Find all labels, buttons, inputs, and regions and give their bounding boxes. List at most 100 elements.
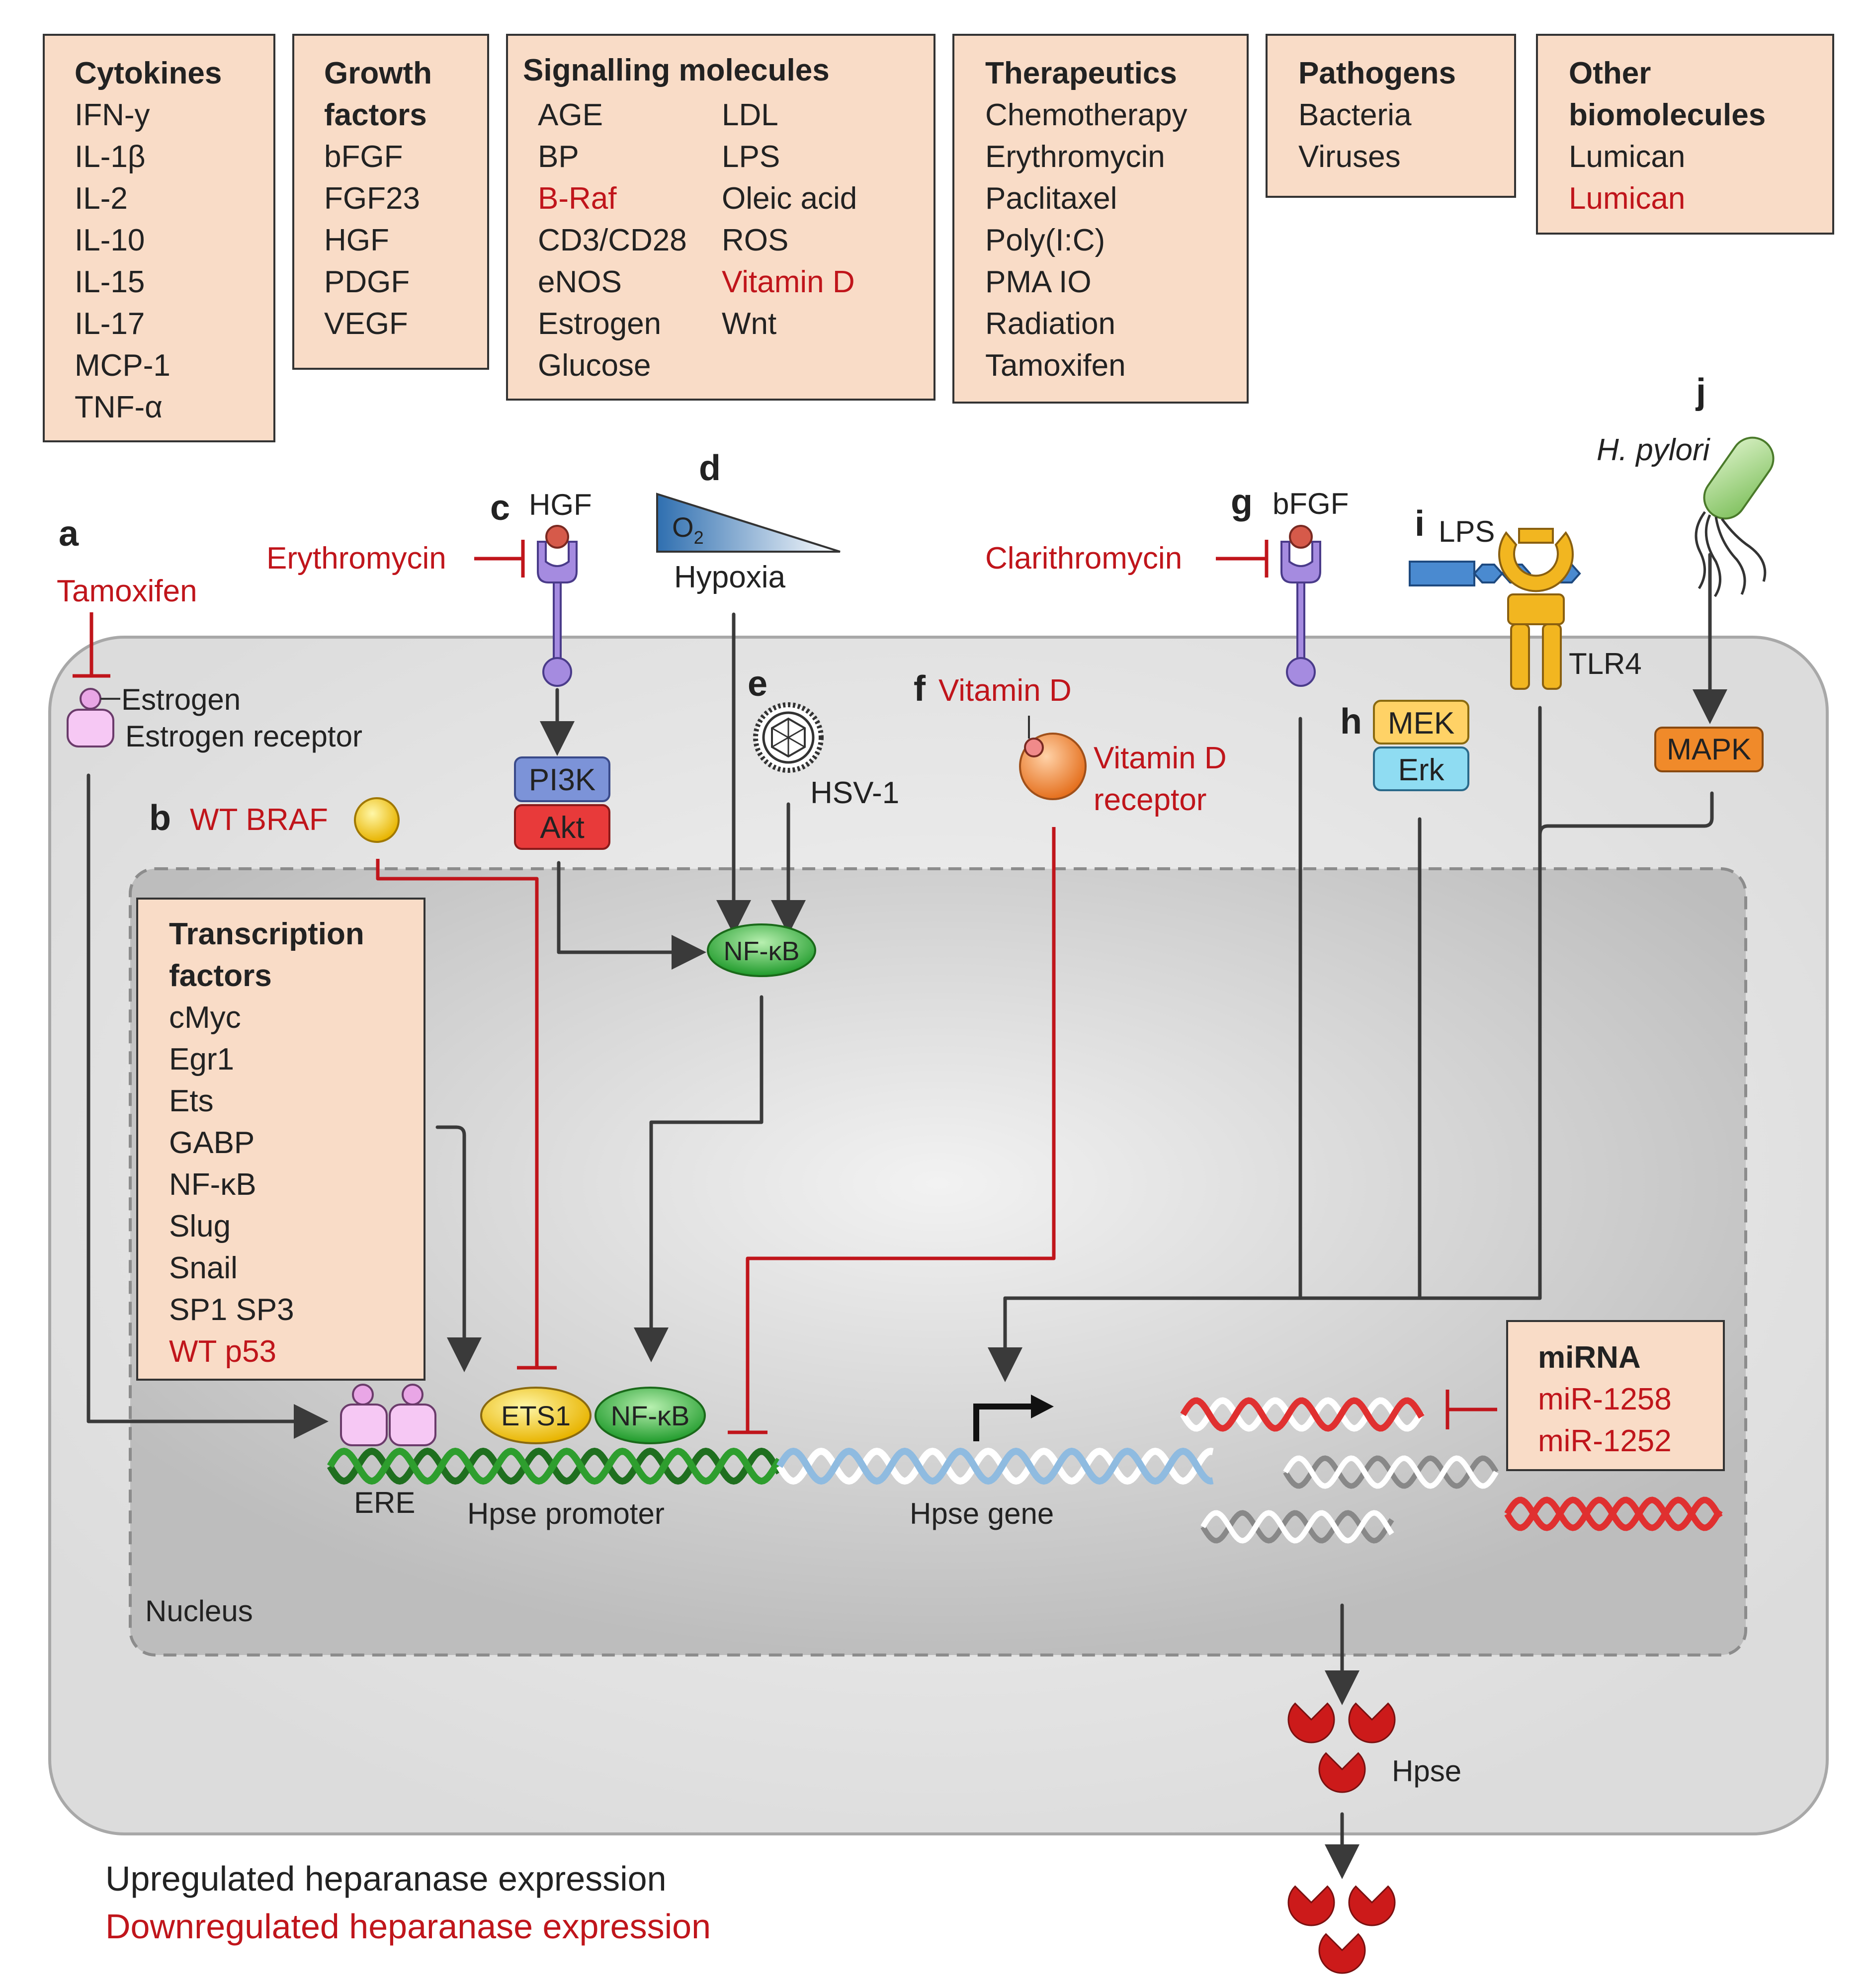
erythromycin-label: Erythromycin [266,541,446,576]
signalling-item: Oleic acid [722,181,857,216]
nfkb-bound-label: NF-κB [611,1400,690,1431]
bfgf-label: bFGF [1273,487,1349,520]
signalling-item: BP [538,140,579,174]
lps-label: LPS [1439,515,1495,548]
signalling-item: CD3/CD28 [538,223,687,257]
category-box-signalling: Signalling molecules AGE BP B-Raf CD3/CD… [506,34,935,401]
legend-upregulated: Upregulated heparanase expression [105,1859,667,1898]
wt-braf-ball [354,797,400,843]
bfgf-receptor [1280,525,1321,687]
erythromycin-inhibition [474,540,525,578]
nfkb-label: NF-κB [724,936,800,966]
signalling-item: AGE [538,98,603,132]
cytokine-item: IL-2 [75,181,128,216]
ets1-ellipse [480,1387,592,1444]
mrna-strand-bound [1180,1397,1425,1432]
growth-factor-item: bFGF [324,140,403,174]
category-box-growth-factors: Growth factors bFGF FGF23 HGF PDGF VEGF [292,34,489,370]
tf-title: Transcription [169,917,364,951]
therapeutic-item: Tamoxifen [985,348,1126,383]
line-mapk-to-tlr4-line [1538,791,1714,837]
mek-label: MEK [1388,706,1454,741]
mek-box [1373,700,1469,745]
therapeutics-title: Therapeutics [985,56,1177,90]
transcription-start-arrow [973,1404,1034,1441]
cytokine-item: IL-15 [75,265,145,299]
other-item: Lumican [1569,140,1685,174]
signalling-item: Wnt [722,307,776,341]
cytokine-item: IL-17 [75,307,145,341]
panel-letter-i: i [1415,504,1425,544]
tf-item: Slug [169,1209,231,1243]
dna-promoter-helix [327,1447,782,1485]
line-tlr4-to-gene [1003,706,1542,1300]
tf-item: SP1 SP3 [169,1293,294,1327]
category-box-cytokines: Cytokines IFN-y IL-1β IL-2 IL-10 IL-15 I… [43,34,275,442]
gene-label: Hpse gene [910,1497,1054,1530]
panel-letter-h: h [1340,702,1362,742]
hypoxia-label: Hypoxia [674,560,786,594]
akt-label: Akt [540,811,585,845]
nucleus [129,867,1747,1657]
panel-letter-j: j [1695,372,1706,412]
arrow-nfkb-to-promoter [634,995,764,1362]
transcription-start-arrowhead [1031,1395,1054,1418]
signalling-item: Glucose [538,348,651,383]
tf-item: Ets [169,1084,214,1118]
h-pylori-bacterium-icon [1695,436,1775,597]
tlr4-receptor [1498,528,1574,690]
mirna-item: miR-1258 [1538,1382,1672,1416]
growth-factor-item: HGF [324,223,389,257]
mirna-item: miR-1252 [1538,1424,1672,1458]
panel-letter-d: d [699,448,721,488]
signalling-title: Signalling molecules [523,53,830,87]
growth-factor-item: VEGF [324,307,408,341]
panel-letter-f: f [914,669,926,709]
signalling-item: ROS [722,223,788,257]
growth-factor-item: FGF23 [324,181,420,216]
wt-braf-inhibition [376,859,557,1370]
estrogen-receptor-dimer [340,1384,436,1446]
pi3k-label: PI3K [529,763,595,797]
dna-gene-helix [776,1447,1214,1485]
hpse-secreted-cluster [1287,1885,1396,1974]
other-title: biomolecules [1569,98,1766,132]
tf-title: factors [169,959,272,993]
nfkb-bound-ellipse [595,1387,706,1444]
h-pylori-label: H. pylori [1597,433,1711,467]
erk-label: Erk [1398,753,1445,787]
tf-item: cMyc [169,1000,241,1035]
tamoxifen-inhibition [73,612,110,678]
wt-braf-label: WT BRAF [190,803,328,837]
cytokine-item: IL-1β [75,140,146,174]
vitamin-d-receptor-label: Vitamin D [1094,741,1227,775]
vitamin-d-inhibition [728,827,1056,1434]
nucleus-label: Nucleus [145,1594,253,1628]
vitamin-d-label: Vitamin D [938,673,1072,708]
hpse-protein-cluster [1287,1702,1396,1793]
tf-item: Egr1 [169,1042,234,1077]
therapeutic-item: Poly(I:C) [985,223,1105,257]
category-box-therapeutics: Therapeutics Chemotherapy Erythromycin P… [952,34,1249,404]
therapeutic-item: Erythromycin [985,140,1165,174]
pathogen-item: Bacteria [1298,98,1412,132]
panel-letter-c: c [490,488,510,528]
growth-factors-title: Growth [324,56,432,90]
pathogens-title: Pathogens [1298,56,1456,90]
mrna-strand-degraded [1504,1496,1723,1531]
mapk-label: MAPK [1667,733,1751,766]
signalling-item: Vitamin D [722,265,855,299]
clarithromycin-label: Clarithromycin [985,541,1182,576]
other-title: Other [1569,56,1651,90]
pathogen-item: Viruses [1298,140,1401,174]
signalling-item: eNOS [538,265,622,299]
growth-factors-title: factors [324,98,427,132]
transcription-factors-box: Transcription factors cMyc Egr1 Ets GABP… [136,898,425,1381]
mirna-box: miRNA miR-1258 miR-1252 [1506,1320,1725,1471]
hgf-label: HGF [529,488,592,521]
estrogen-receptor-label: Estrogen receptor [125,720,362,753]
cytokine-item: MCP-1 [75,348,170,383]
arrow-tf-to-promoter [435,1125,482,1372]
hpse-protein [1348,1702,1396,1743]
vitamin-d-ligand [1024,738,1044,757]
